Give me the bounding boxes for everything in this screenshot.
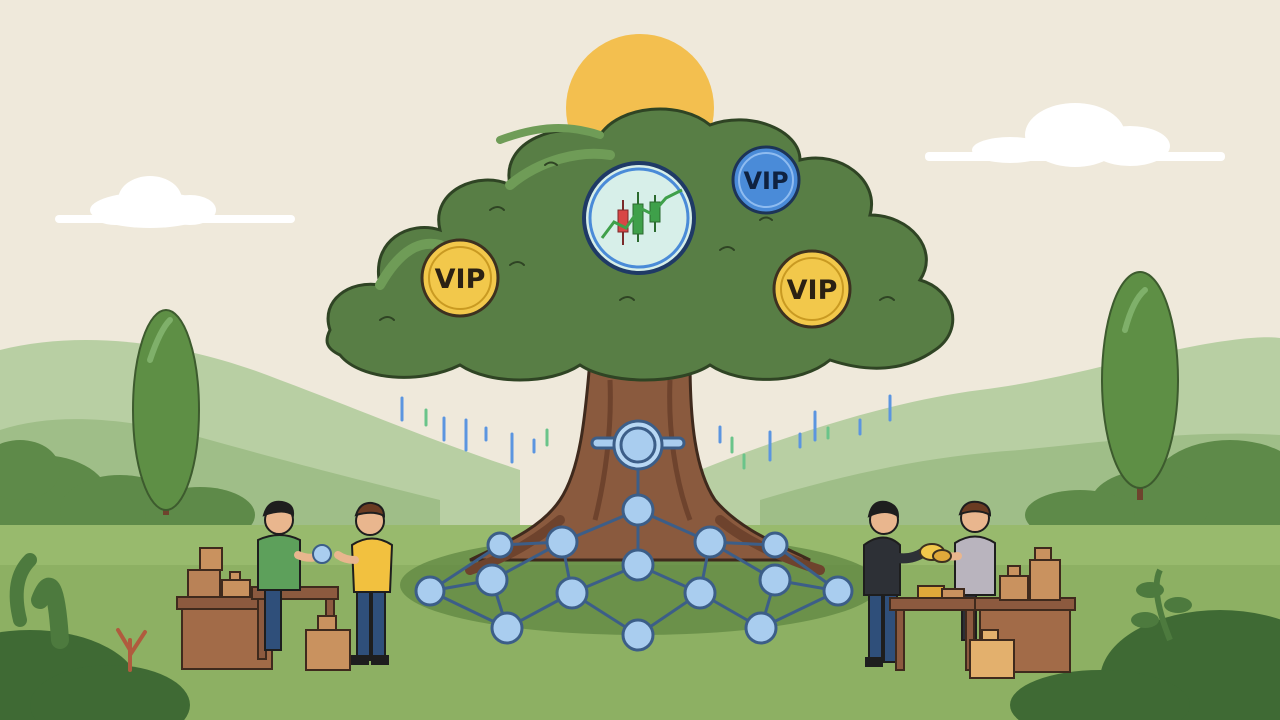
foreground-bush-left [0,553,190,720]
cypress-tree-right [1101,271,1179,500]
market-stall-right [889,547,1076,679]
vip-badge-left: VIP [420,238,500,318]
cloud-right [925,103,1225,167]
gold-coins-exchange [919,543,952,563]
vip-badge-right-label: VIP [787,275,838,306]
candlestick-chart-badge [582,161,696,275]
blockchain-network [414,419,854,652]
vip-badge-left-label: VIP [435,264,486,295]
cloud-left [55,176,295,228]
person-green-shirt [257,500,332,651]
vip-badge-top-right: VIP [731,145,801,215]
vip-badge-top-right-label: VIP [743,167,788,195]
cypress-tree-left [132,309,200,515]
foreground-bush-right [1010,568,1280,720]
plant-red-left [116,628,147,672]
vip-badge-right: VIP [772,249,852,329]
data-rain [400,394,892,470]
market-stall-left [176,547,351,671]
person-yellow-shirt [334,501,394,665]
